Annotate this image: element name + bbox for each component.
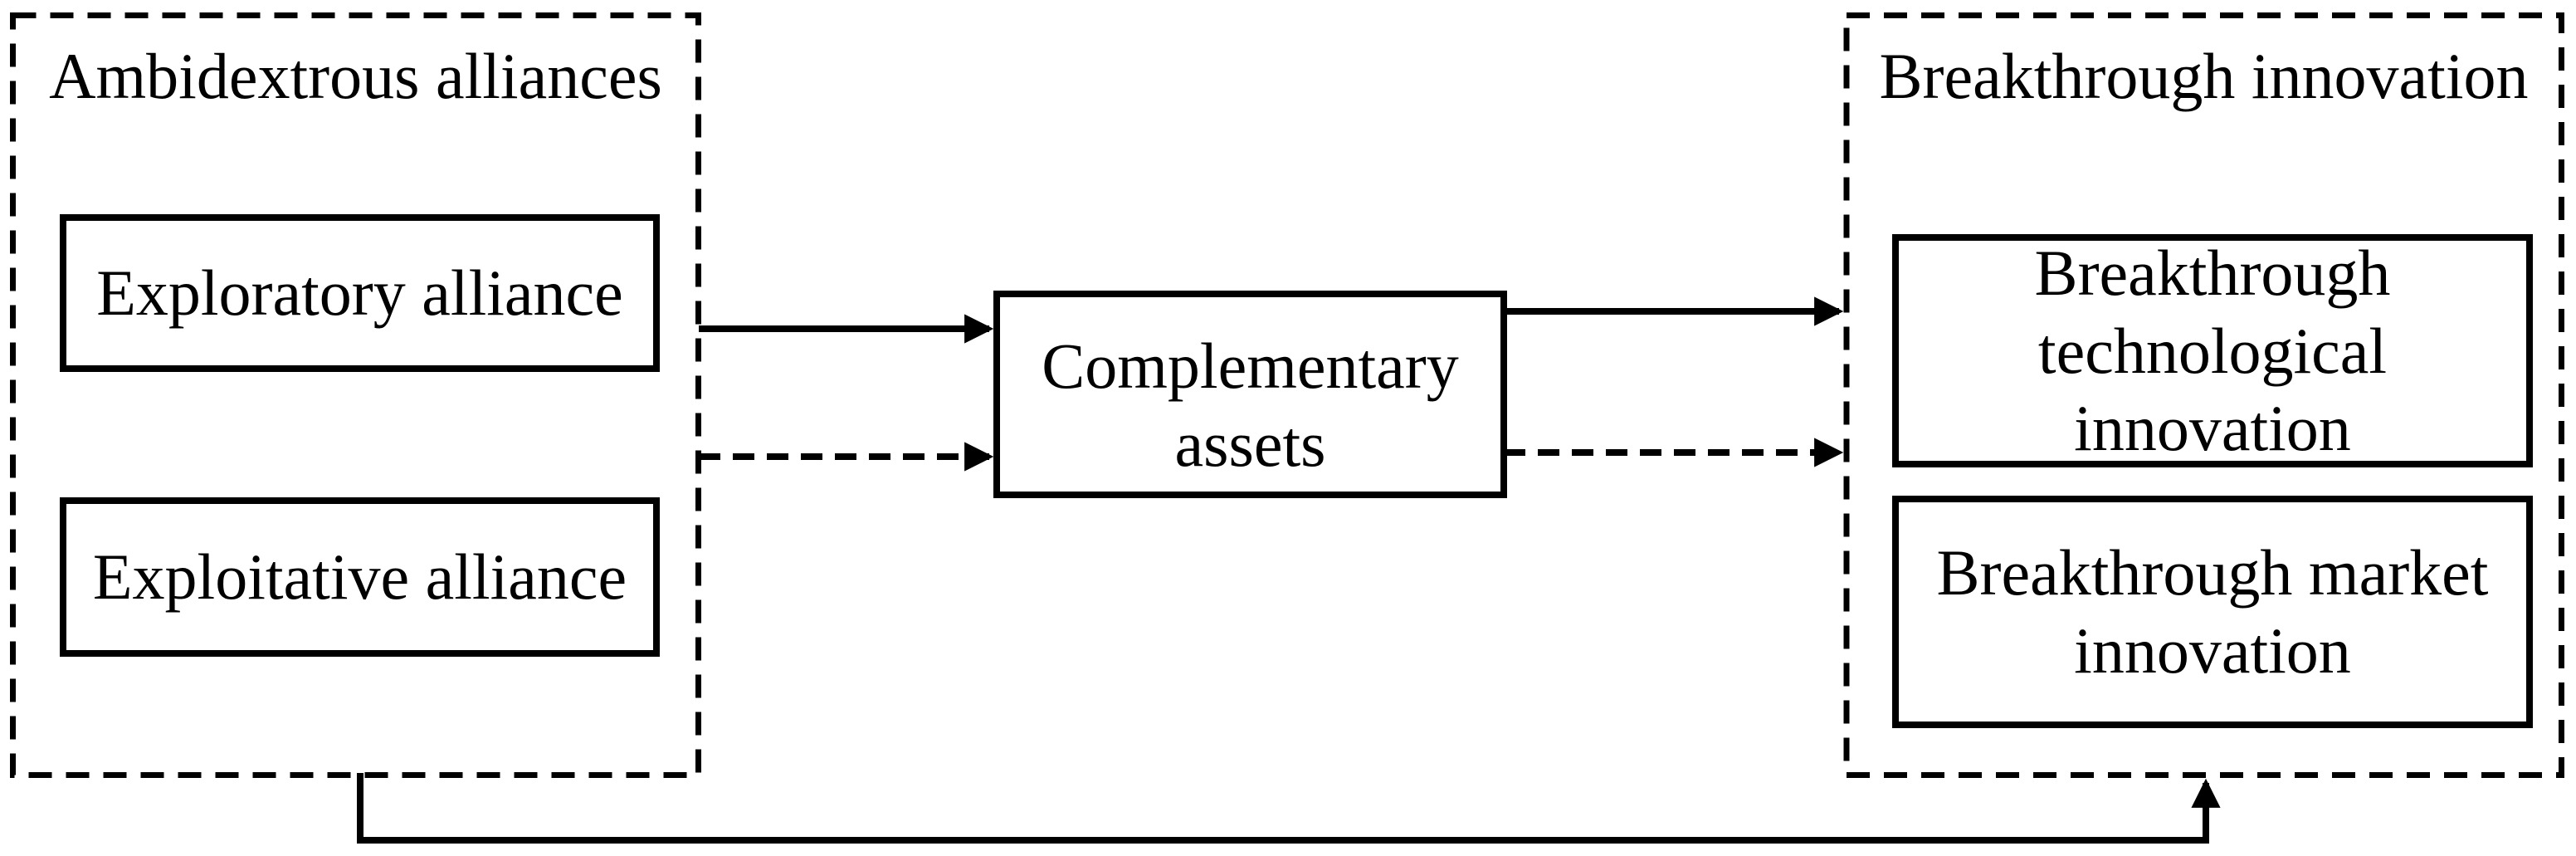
exploratory-alliance-box [60,214,660,372]
exploratory-alliance-label: Exploratory alliance [96,257,623,330]
direct-arrow-alliances-to-innovation [357,773,2221,844]
left-group-title: Ambidextrous alliances [49,40,662,112]
complementary-assets-box [993,291,1507,498]
breakthrough-market-innovation-box [1892,496,2533,728]
right-group-title: Breakthrough innovation [1879,40,2529,112]
exploitative-alliance-box [60,497,660,657]
breakthrough-market-innovation-label: Breakthrough market innovation [1936,536,2489,687]
breakthrough-technological-innovation-box [1892,234,2533,467]
complementary-assets-label: Complementary assets [1042,330,1459,480]
ambidextrous-alliances-group-box [10,12,701,778]
exploitative-alliance-label: Exploitative alliance [92,541,627,614]
breakthrough-technological-innovation-label: Breakthrough technological innovation [2034,237,2391,465]
breakthrough-innovation-group-box [1843,12,2564,778]
